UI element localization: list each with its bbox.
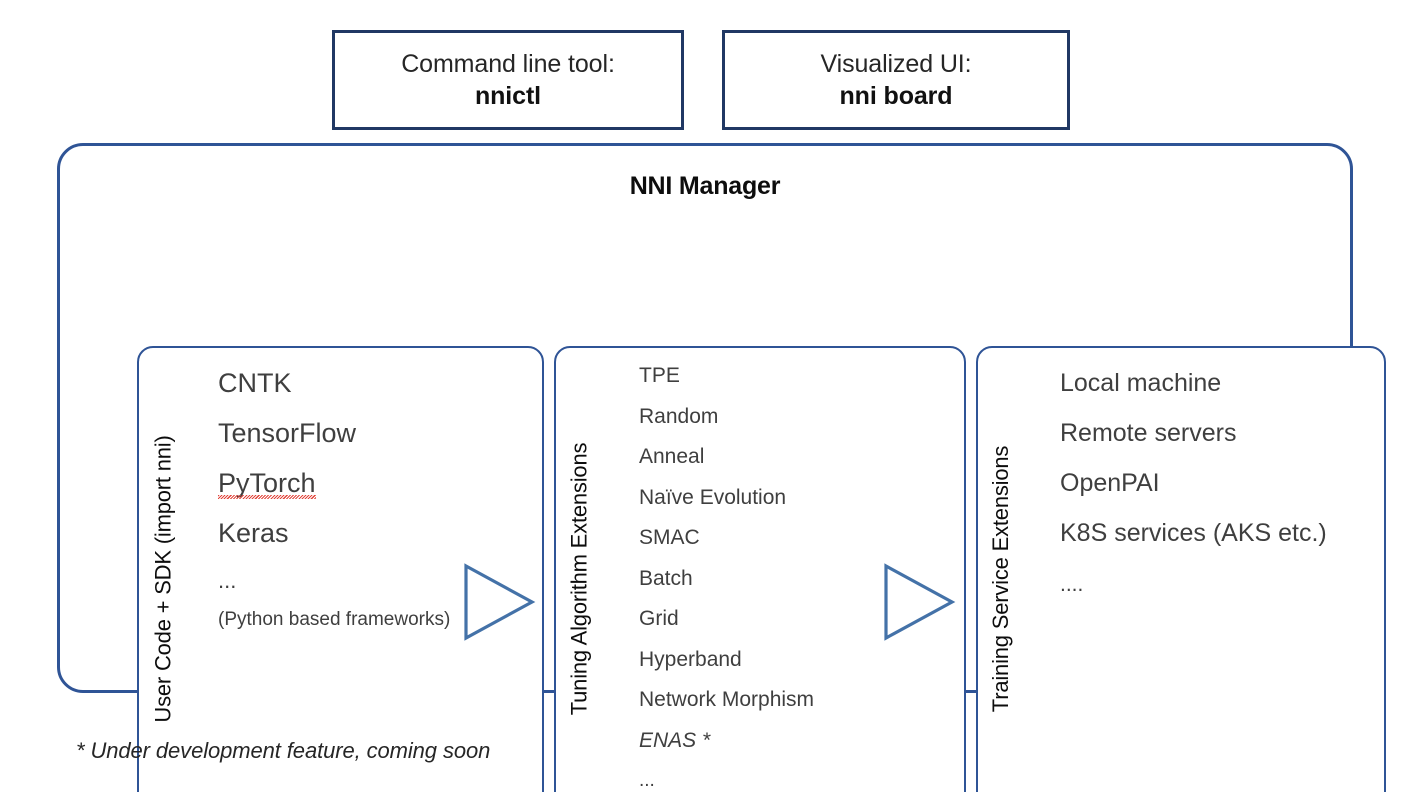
list-item: Local machine bbox=[1060, 369, 1222, 397]
list-item: OpenPAI bbox=[1060, 469, 1160, 497]
list-item: Hyperband bbox=[639, 647, 742, 671]
panel-user-code-item-list: CNTK TensorFlow PyTorch Keras ... (Pytho… bbox=[218, 348, 542, 792]
list-item: PyTorch bbox=[218, 458, 316, 508]
list-item: Network Morphism bbox=[639, 688, 815, 711]
nni-manager-container: NNI Manager User Code + SDK (import nni)… bbox=[57, 143, 1386, 792]
panel-training-service-side-label: Training Service Extensions bbox=[978, 348, 1024, 792]
panel-training-service-item-list: Local machine Remote servers OpenPAI K8S… bbox=[1060, 348, 1384, 792]
list-item: .... bbox=[1060, 573, 1084, 596]
list-item: ... bbox=[639, 770, 655, 791]
list-item: Anneal bbox=[639, 445, 705, 468]
list-item: (Python based frameworks) bbox=[218, 609, 451, 630]
panel-tuning-algorithm-item-list: TPE Random Anneal Naïve Evolution SMAC B… bbox=[639, 348, 964, 792]
arrow-user-to-tuning-icon bbox=[464, 563, 536, 641]
panel-tuning-algorithm-side-label-text: Tuning Algorithm Extensions bbox=[566, 442, 592, 715]
list-item: SMAC bbox=[639, 526, 700, 549]
command-line-tool-box: Command line tool: nnictl bbox=[332, 30, 684, 130]
panel-training-service-side-label-text: Training Service Extensions bbox=[988, 445, 1013, 712]
arrow-tuning-to-service-icon bbox=[884, 563, 956, 641]
visualized-ui-value: nni board bbox=[839, 82, 953, 110]
panel-training-service: Training Service Extensions Local machin… bbox=[976, 346, 1386, 792]
list-item: CNTK bbox=[218, 368, 292, 398]
panel-tuning-algorithm: Tuning Algorithm Extensions TPE Random A… bbox=[554, 346, 966, 792]
nni-manager-title: NNI Manager bbox=[629, 172, 781, 200]
footnote-text: * Under development feature, coming soon bbox=[76, 738, 491, 763]
command-line-tool-value: nnictl bbox=[474, 82, 542, 110]
list-item: TPE bbox=[639, 364, 680, 387]
panel-user-code: User Code + SDK (import nni) CNTK Tensor… bbox=[137, 346, 544, 792]
list-item: Naïve Evolution bbox=[639, 485, 787, 509]
visualized-ui-box: Visualized UI: nni board bbox=[722, 30, 1070, 130]
list-item: TensorFlow bbox=[218, 418, 357, 448]
visualized-ui-label: Visualized UI: bbox=[820, 49, 972, 78]
panel-user-code-side-label-text: User Code + SDK (import nni) bbox=[151, 434, 177, 723]
panel-tuning-algorithm-side-label: Tuning Algorithm Extensions bbox=[556, 348, 602, 792]
list-item: ... bbox=[218, 568, 237, 593]
list-item: ENAS * bbox=[639, 728, 711, 752]
list-item: Remote servers bbox=[1060, 419, 1237, 447]
list-item: K8S services (AKS etc.) bbox=[1060, 519, 1327, 547]
panel-user-code-side-label: User Code + SDK (import nni) bbox=[139, 348, 189, 792]
command-line-tool-label: Command line tool: bbox=[401, 49, 615, 78]
list-item: Random bbox=[639, 404, 719, 428]
list-item: Batch bbox=[639, 566, 693, 590]
list-item: Keras bbox=[218, 518, 289, 548]
list-item: Grid bbox=[639, 607, 679, 630]
